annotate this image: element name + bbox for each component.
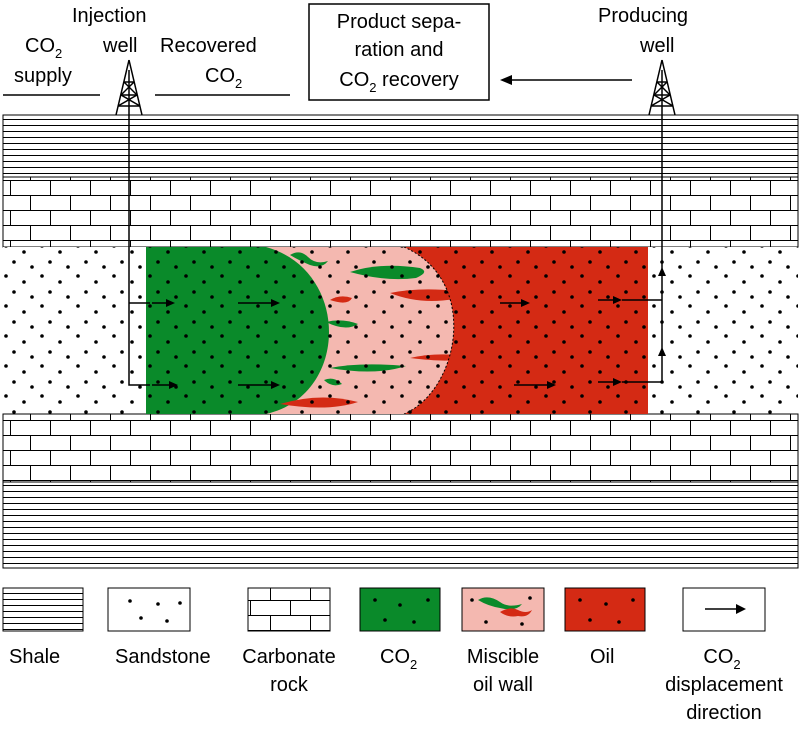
injection-well-label: Injection (72, 5, 147, 27)
product-separation-box (308, 3, 490, 101)
co2-supply-label: CO2 (25, 35, 62, 61)
producing-derrick-icon (648, 59, 676, 116)
displacement-arrow-icon (152, 299, 175, 307)
legend-miscible-streak-red (500, 608, 532, 617)
legend-displacement-label-2: displacement (665, 674, 783, 696)
displacement-front (403, 246, 455, 415)
producing-well-pipe (622, 70, 663, 383)
displacement-arrow-icon (598, 378, 622, 386)
legend-carbonate-label-1: Carbonate (242, 646, 335, 668)
legend-sandstone-swatch (107, 587, 191, 632)
displacement-arrows (152, 267, 666, 389)
displacement-arrow-icon (598, 296, 622, 304)
recovered-co2-label: Recovered (160, 35, 257, 57)
displacement-arrow-icon (514, 381, 556, 389)
legend-displacement-label-1: CO2 (703, 646, 740, 672)
producing-well-label-2: well (639, 35, 674, 57)
recovery-arrow-head (500, 75, 512, 85)
legend-displacement-label-3: direction (686, 702, 762, 724)
reservoir-dots (146, 247, 648, 414)
co2-supply-label-2: supply (14, 65, 72, 87)
product-separation-label-2: ration and (355, 39, 444, 61)
legend-miscible-dots (470, 596, 532, 626)
product-separation-label-1: Product sepa- (337, 11, 462, 33)
top-labels: CO2 supply Injection well Recovered CO2 … (3, 3, 688, 101)
carbonate-top-layer (2, 176, 799, 248)
legend-shale-swatch (2, 587, 84, 632)
displacement-arrow-icon (152, 381, 178, 389)
producing-well-label: Producing (598, 5, 688, 27)
product-separation-label-3: CO2 recovery (339, 69, 458, 95)
recovered-co2-label-2: CO2 (205, 65, 242, 91)
strata (2, 114, 799, 569)
displacement-arrow-icon (238, 299, 280, 307)
legend-sandstone-dots (128, 599, 182, 623)
legend: Shale Sandstone Carbonate rock CO2 Misci… (2, 587, 783, 724)
upward-arrow-icon (658, 267, 666, 276)
legend-shale-label: Shale (9, 646, 60, 668)
shale-bottom-layer (2, 481, 799, 569)
displacement-arrow-icon (238, 381, 280, 389)
displacement-arrow-icon (500, 299, 530, 307)
legend-co2-swatch (359, 587, 441, 632)
legend-oil-dots (578, 598, 635, 624)
legend-arrow-head (736, 604, 746, 614)
reservoir-zones (146, 246, 648, 415)
legend-miscible-label-2: oil wall (473, 674, 533, 696)
sandstone-right-layer (648, 247, 798, 414)
legend-oil-swatch (564, 587, 646, 632)
legend-co2-label: CO2 (380, 646, 417, 672)
injection-well-pipe (128, 70, 150, 386)
shale-top-layer (2, 114, 799, 178)
upward-arrow-icon (658, 347, 666, 356)
sandstone-left-layer (3, 247, 146, 414)
legend-carbonate-swatch (247, 587, 331, 632)
legend-carbonate-label-2: rock (270, 674, 309, 696)
legend-oil-label: Oil (590, 646, 614, 668)
wells (115, 59, 676, 386)
legend-miscible-streak-green (478, 597, 522, 610)
injection-well-label-2: well (102, 35, 137, 57)
carbonate-bottom-layer (2, 413, 799, 483)
legend-sandstone-label: Sandstone (115, 646, 211, 668)
legend-miscible-swatch (461, 587, 545, 632)
legend-co2-dots (373, 598, 430, 624)
legend-miscible-label-1: Miscible (467, 646, 539, 668)
